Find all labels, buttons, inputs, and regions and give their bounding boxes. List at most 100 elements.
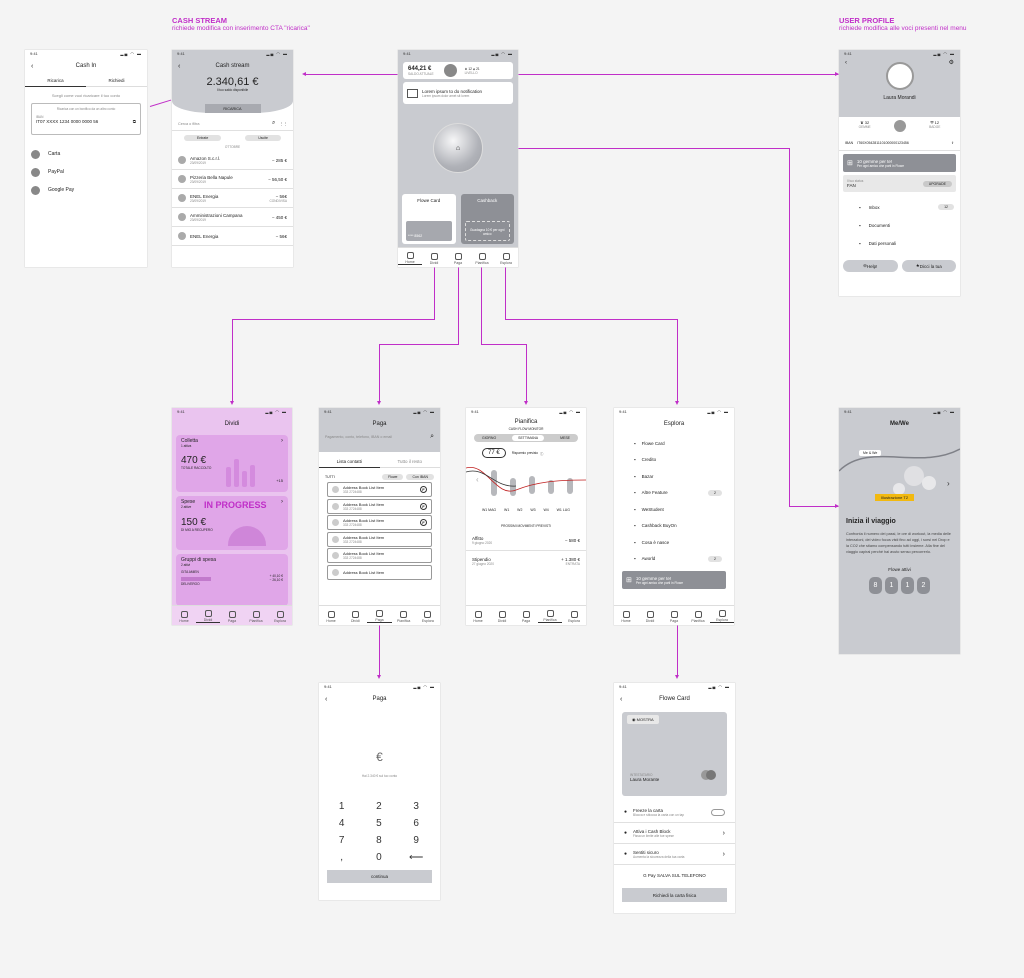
- back-icon[interactable]: ‹: [325, 695, 328, 703]
- tab-ricarica[interactable]: Ricarica: [25, 75, 86, 87]
- back-icon[interactable]: ‹: [178, 62, 181, 70]
- seg-giorno[interactable]: GIORNO: [481, 436, 497, 440]
- filter-iban[interactable]: Con IBAN: [406, 474, 434, 480]
- back-icon[interactable]: ‹: [31, 62, 34, 70]
- filter-uscite[interactable]: Uscite: [245, 135, 281, 141]
- request-card-button[interactable]: Richiedi la carta fisica: [622, 888, 727, 902]
- method-paypal[interactable]: PayPal: [48, 169, 64, 175]
- week-label[interactable]: W3: [530, 508, 536, 512]
- freeze-toggle[interactable]: [711, 808, 725, 816]
- tab-esplora[interactable]: Esplora: [494, 251, 518, 265]
- tab-home[interactable]: Home: [398, 250, 422, 265]
- gpay-save-link[interactable]: SALVA SUL TELEFONO: [656, 873, 706, 878]
- transaction-row[interactable]: ENEL Energia− 56€: [172, 227, 293, 246]
- keypad-key[interactable]: ⟵: [409, 852, 424, 863]
- flowe-card-tile[interactable]: Flowe Card **** 8562: [402, 194, 456, 244]
- tab-dividi[interactable]: Dividi: [196, 608, 220, 623]
- explore-item[interactable]: ▪Bazar: [614, 468, 734, 485]
- tab-esplora[interactable]: Esplora: [268, 609, 292, 623]
- explore-item[interactable]: ▪Cosa è nasce: [614, 534, 734, 551]
- keypad-key[interactable]: 9: [413, 835, 419, 846]
- promo-banner[interactable]: ⊞10 gemme per te!Per ogni amico che port…: [622, 571, 726, 589]
- tab-altro[interactable]: Tutto il resto: [379, 456, 440, 468]
- help-button[interactable]: ⊖ Help!: [843, 260, 898, 272]
- mewe-chip[interactable]: Me & We: [859, 450, 882, 456]
- tab-paga[interactable]: Paga: [220, 609, 244, 623]
- upgrade-button[interactable]: UPGRADE: [922, 180, 952, 187]
- keypad-key[interactable]: 7: [338, 835, 345, 846]
- keypad-key[interactable]: 8: [376, 835, 382, 846]
- search-icon[interactable]: ⌕: [272, 120, 276, 126]
- menu-item[interactable]: ▪Dati personali: [839, 234, 960, 252]
- search-icon[interactable]: ⌕: [430, 433, 434, 440]
- filter-all[interactable]: TUTTI: [325, 475, 335, 479]
- tab-dividi[interactable]: Dividi: [638, 609, 662, 623]
- keypad-key[interactable]: 4: [338, 818, 345, 829]
- cashback-tile[interactable]: Cashback Guadagna 10 € per ogni amico: [460, 194, 514, 244]
- week-label[interactable]: W4: [543, 508, 549, 512]
- tab-contatti[interactable]: Lista contatti: [319, 456, 380, 468]
- ricarica-button[interactable]: RICARICA: [204, 104, 261, 113]
- feedback-button[interactable]: ★ Dicci la tua: [901, 260, 956, 272]
- search-input[interactable]: Pagamento, conto, telefono, IBAN o email: [325, 435, 392, 439]
- keypad-key[interactable]: 5: [376, 818, 382, 829]
- seg-mese[interactable]: MESE: [560, 436, 570, 440]
- week-label[interactable]: W1: [504, 508, 510, 512]
- copy-icon[interactable]: ⧉: [132, 119, 136, 124]
- explore-item[interactable]: ▪Cashback BuyOn: [614, 518, 734, 535]
- tab-paga[interactable]: Paga: [446, 251, 470, 265]
- tab-paga[interactable]: Paga: [514, 609, 538, 623]
- tab-pianifica[interactable]: Pianifica: [686, 609, 710, 623]
- tab-paga[interactable]: Paga: [662, 609, 686, 623]
- gear-icon[interactable]: ⚙: [948, 60, 954, 66]
- back-icon[interactable]: ‹: [620, 695, 623, 703]
- week-label[interactable]: W1 LUG: [556, 508, 571, 512]
- tab-home[interactable]: Home: [172, 609, 196, 623]
- tab-home[interactable]: Home: [466, 609, 490, 623]
- promo-banner[interactable]: ⊞10 gemme per te!Per ogni amico che port…: [843, 154, 956, 172]
- week-label[interactable]: W2: [517, 508, 523, 512]
- keypad-key[interactable]: 2: [376, 801, 382, 812]
- tab-dividi[interactable]: Dividi: [422, 251, 446, 265]
- method-google-pay[interactable]: Google Pay: [48, 187, 75, 193]
- main-orb-button[interactable]: ⌂: [433, 123, 483, 173]
- tab-pianifica[interactable]: Pianifica: [244, 609, 268, 623]
- tab-richiedi[interactable]: Richiedi: [86, 75, 147, 87]
- show-button[interactable]: ◉ MOSTRA: [627, 715, 659, 724]
- explore-item[interactable]: ▪Credito: [614, 452, 734, 469]
- contact-row[interactable]: Address Book List Item: [327, 564, 432, 580]
- keypad-key[interactable]: 0: [376, 852, 382, 863]
- filter-flowe[interactable]: Flowe: [382, 474, 404, 480]
- tab-dividi[interactable]: Dividi: [343, 609, 367, 623]
- search-input[interactable]: Cerca o filtra: [178, 121, 200, 126]
- filter-icon[interactable]: ⋮⋮: [279, 122, 287, 126]
- tab-home[interactable]: Home: [614, 609, 638, 623]
- tab-pianifica[interactable]: Pianifica: [392, 609, 416, 623]
- tab-paga[interactable]: Paga: [367, 608, 392, 623]
- back-icon[interactable]: ‹: [845, 59, 847, 66]
- tab-pianifica[interactable]: Pianifica: [538, 608, 562, 623]
- share-icon[interactable]: ⇪: [951, 140, 954, 145]
- filter-entrate[interactable]: Entrate: [183, 135, 222, 141]
- tab-pianifica[interactable]: Pianifica: [470, 251, 494, 265]
- method-card[interactable]: Carta: [48, 151, 61, 157]
- keypad-key[interactable]: 1: [338, 801, 345, 812]
- tab-esplora[interactable]: Esplora: [416, 609, 440, 623]
- week-label[interactable]: W1 MAG: [481, 508, 497, 512]
